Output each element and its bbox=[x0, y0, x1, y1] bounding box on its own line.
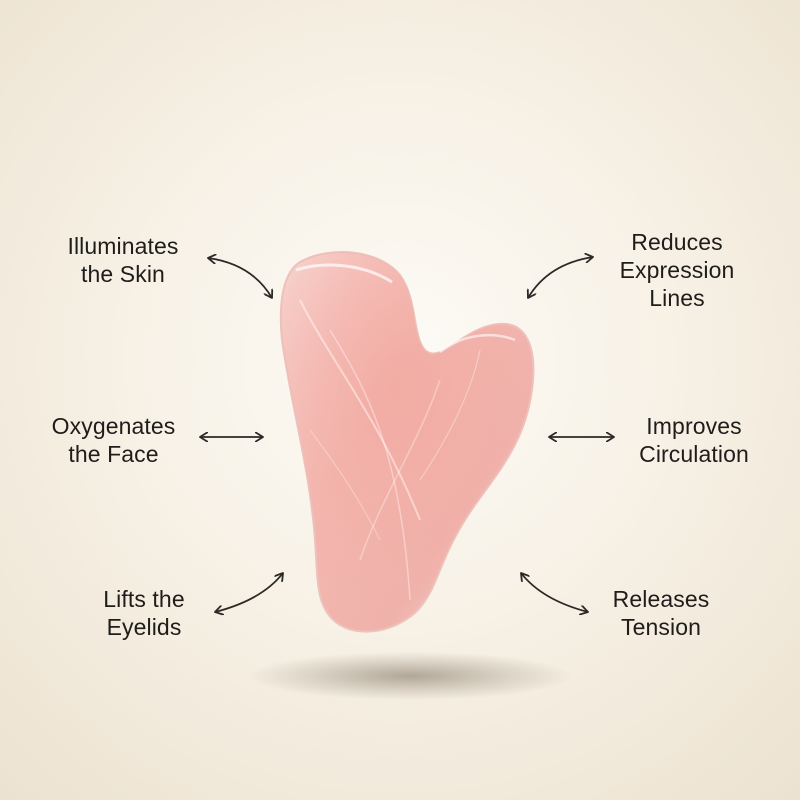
benefit-lifts-the-eyelids: Lifts the Eyelids bbox=[80, 585, 208, 641]
gua-sha-stone-icon bbox=[279, 251, 535, 633]
benefit-line: Reduces bbox=[631, 229, 723, 255]
benefit-line: Improves bbox=[646, 413, 742, 439]
illuminates-arrow-icon bbox=[208, 258, 272, 298]
benefit-line: Lifts the bbox=[103, 586, 185, 612]
benefit-line: Lines bbox=[649, 285, 705, 311]
benefit-line: Circulation bbox=[639, 441, 749, 467]
reduces-arrow-icon bbox=[528, 257, 593, 298]
benefit-line: Eyelids bbox=[106, 614, 182, 640]
benefit-line: the Face bbox=[68, 441, 159, 467]
benefit-line: Illuminates bbox=[67, 233, 179, 259]
lifts-arrow-icon bbox=[215, 573, 283, 612]
benefit-line: Expression bbox=[619, 257, 735, 283]
benefit-line: the Skin bbox=[81, 261, 165, 287]
stone-shadow bbox=[250, 652, 570, 700]
benefit-illuminates-the-skin: Illuminates the Skin bbox=[48, 232, 198, 288]
benefit-oxygenates-the-face: Oxygenates the Face bbox=[36, 412, 191, 468]
benefit-reduces-expression-lines: Reduces Expression Lines bbox=[600, 228, 754, 312]
benefit-improves-circulation: Improves Circulation bbox=[618, 412, 770, 468]
benefit-line: Oxygenates bbox=[51, 413, 176, 439]
benefit-line: Tension bbox=[621, 614, 701, 640]
benefit-line: Releases bbox=[612, 586, 710, 612]
releases-arrow-icon bbox=[521, 573, 588, 612]
benefit-releases-tension: Releases Tension bbox=[596, 585, 726, 641]
